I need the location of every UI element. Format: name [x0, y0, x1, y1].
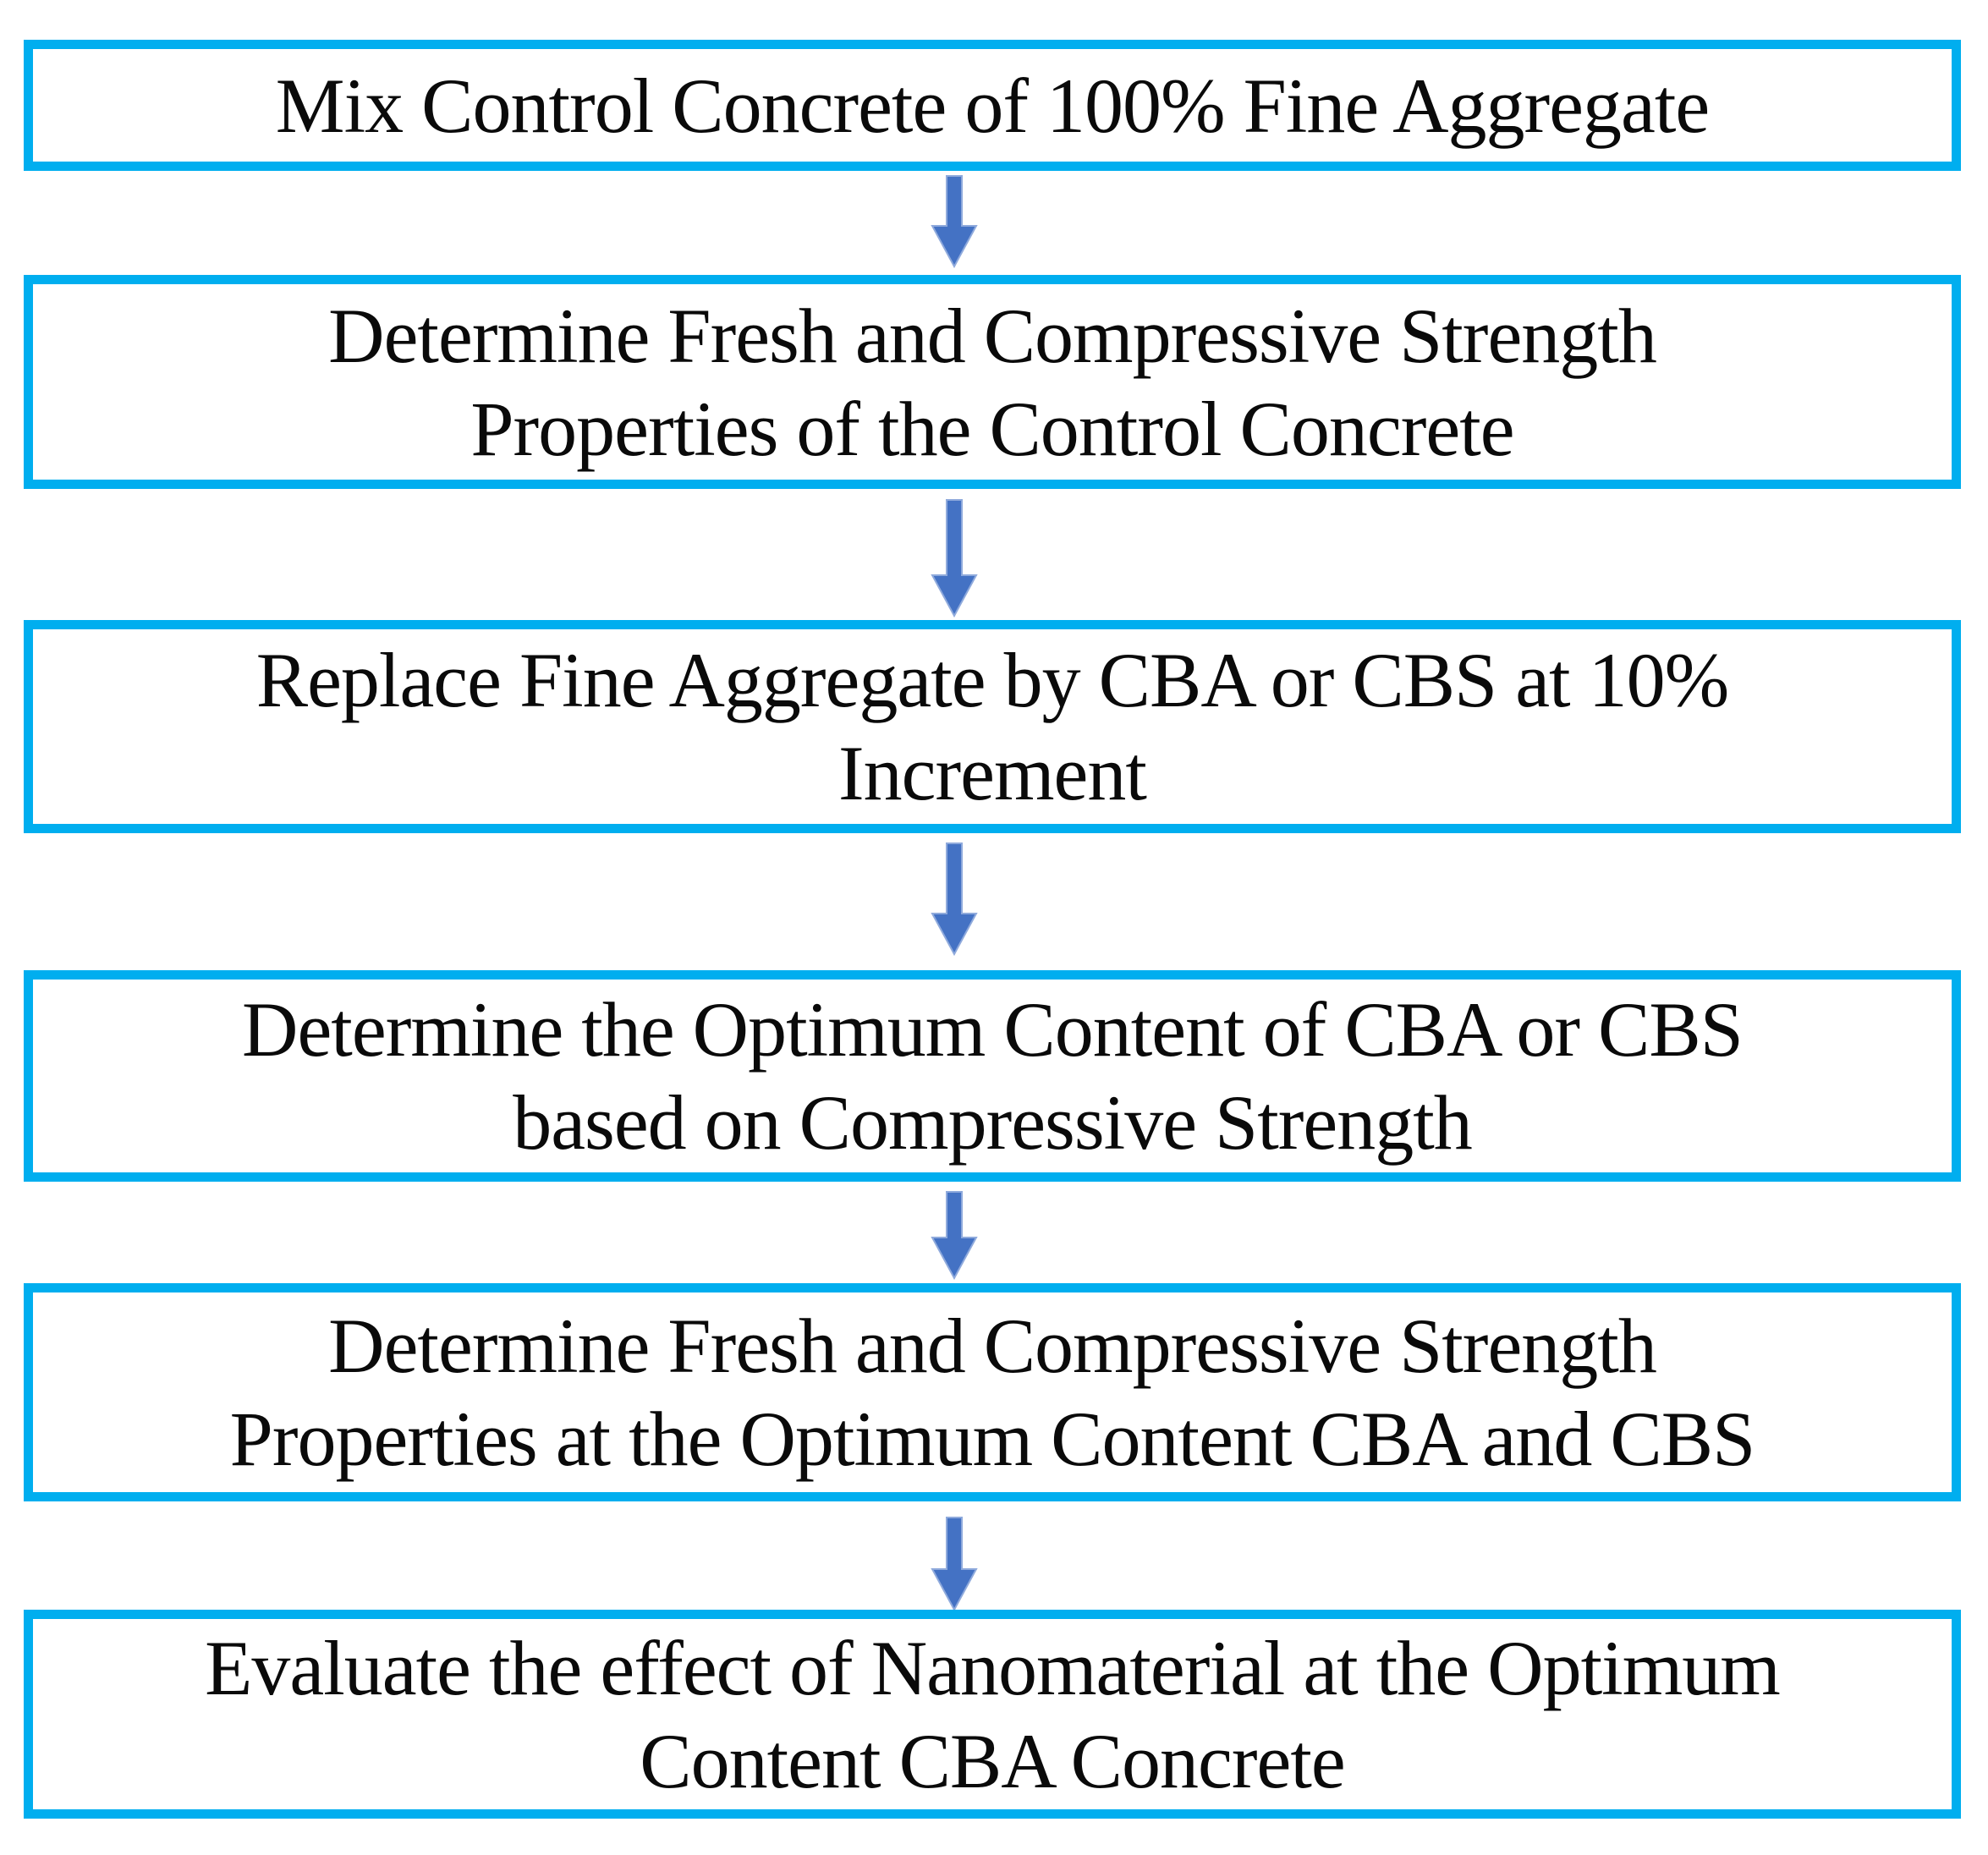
step-box-3: Replace Fine Aggregate by CBA or CBS at … — [24, 620, 1961, 833]
step-3-line-1: Replace Fine Aggregate by CBA or CBS at … — [255, 637, 1730, 723]
down-arrow-icon — [928, 1517, 980, 1611]
step-3-line-2: Increment — [838, 730, 1147, 816]
step-4-line-2: based on Compressive Strength — [513, 1079, 1473, 1166]
step-box-2: Determine Fresh and Compressive Strength… — [24, 275, 1961, 489]
step-5-line-1: Determine Fresh and Compressive Strength — [328, 1303, 1657, 1389]
step-box-4: Determine the Optimum Content of CBA or … — [24, 970, 1961, 1182]
step-2-line-2: Properties of the Control Concrete — [470, 385, 1514, 472]
down-arrow-icon — [928, 842, 980, 956]
down-arrow-icon — [928, 499, 980, 617]
step-4-line-1: Determine the Optimum Content of CBA or … — [242, 986, 1744, 1073]
step-1-line-1: Mix Control Concrete of 100% Fine Aggreg… — [275, 62, 1710, 149]
down-arrow-icon — [928, 1191, 980, 1280]
step-box-1: Mix Control Concrete of 100% Fine Aggreg… — [24, 40, 1961, 171]
step-6-line-2: Content CBA Concrete — [640, 1717, 1345, 1804]
step-6-line-1: Evaluate the effect of Nanomaterial at t… — [205, 1624, 1781, 1711]
step-5-line-2: Properties at the Optimum Content CBA an… — [229, 1396, 1756, 1482]
step-box-5: Determine Fresh and Compressive Strength… — [24, 1283, 1961, 1501]
step-2-line-1: Determine Fresh and Compressive Strength — [328, 292, 1657, 379]
step-box-6: Evaluate the effect of Nanomaterial at t… — [24, 1610, 1961, 1819]
down-arrow-icon — [928, 175, 980, 268]
